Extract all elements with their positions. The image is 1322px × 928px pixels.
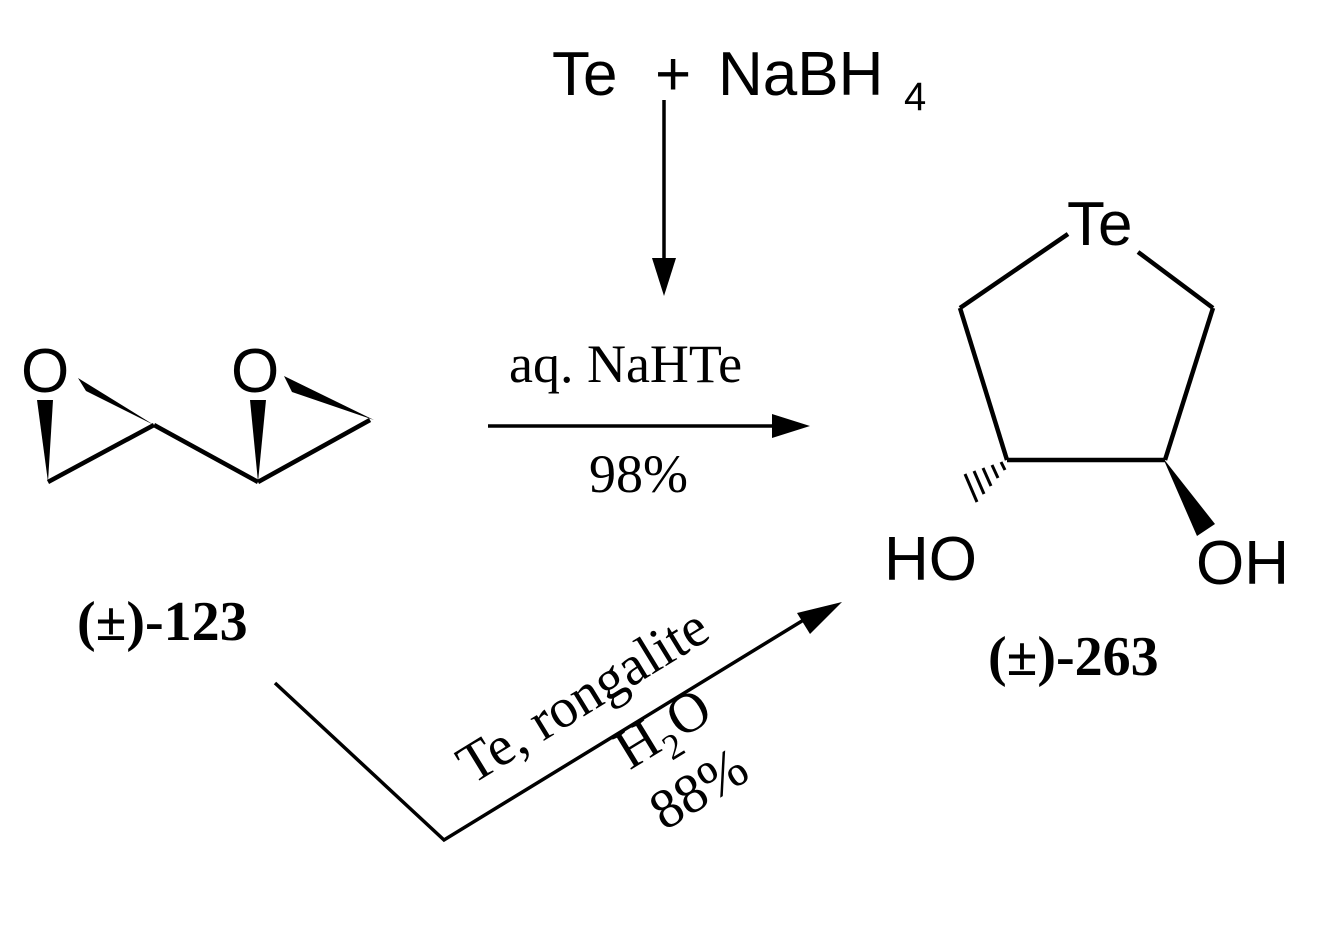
hydroxyl-left: HO [884, 525, 977, 594]
top-reagent: Te + NaBH 4 [552, 40, 926, 119]
diagonal-arrow [273, 602, 842, 843]
reaction1-yield: 98% [589, 444, 688, 504]
vertical-arrow [652, 100, 676, 296]
wedge-bond [284, 376, 374, 420]
wedge-bond [37, 400, 53, 482]
horizontal-arrow [488, 414, 810, 438]
product-structure: Te HO OH [884, 190, 1289, 598]
hashed-bond [963, 461, 1007, 503]
top-reagent-plus: + [655, 40, 691, 109]
starting-material-label: (±)-123 [77, 591, 248, 653]
reaction1-reagent: aq. NaHTe [509, 334, 742, 394]
hydroxyl-right: OH [1196, 529, 1289, 598]
top-reagent-subscript: 4 [904, 75, 926, 119]
wedge-bond [250, 400, 266, 482]
epoxide-oxygen-left: O [21, 337, 69, 406]
epoxide-oxygen-right: O [231, 337, 279, 406]
wedge-bond [1163, 458, 1215, 536]
product-label: (±)-263 [988, 626, 1159, 688]
starting-material-structure: O O [21, 337, 374, 484]
reaction2-conditions-rotated: Te, rongalite H 2 O 88% [446, 596, 758, 843]
ring-tellurium: Te [1067, 190, 1132, 259]
wedge-bond [78, 378, 154, 425]
top-reagent-te: Te [552, 40, 617, 109]
top-reagent-nabh: NaBH [718, 40, 883, 109]
